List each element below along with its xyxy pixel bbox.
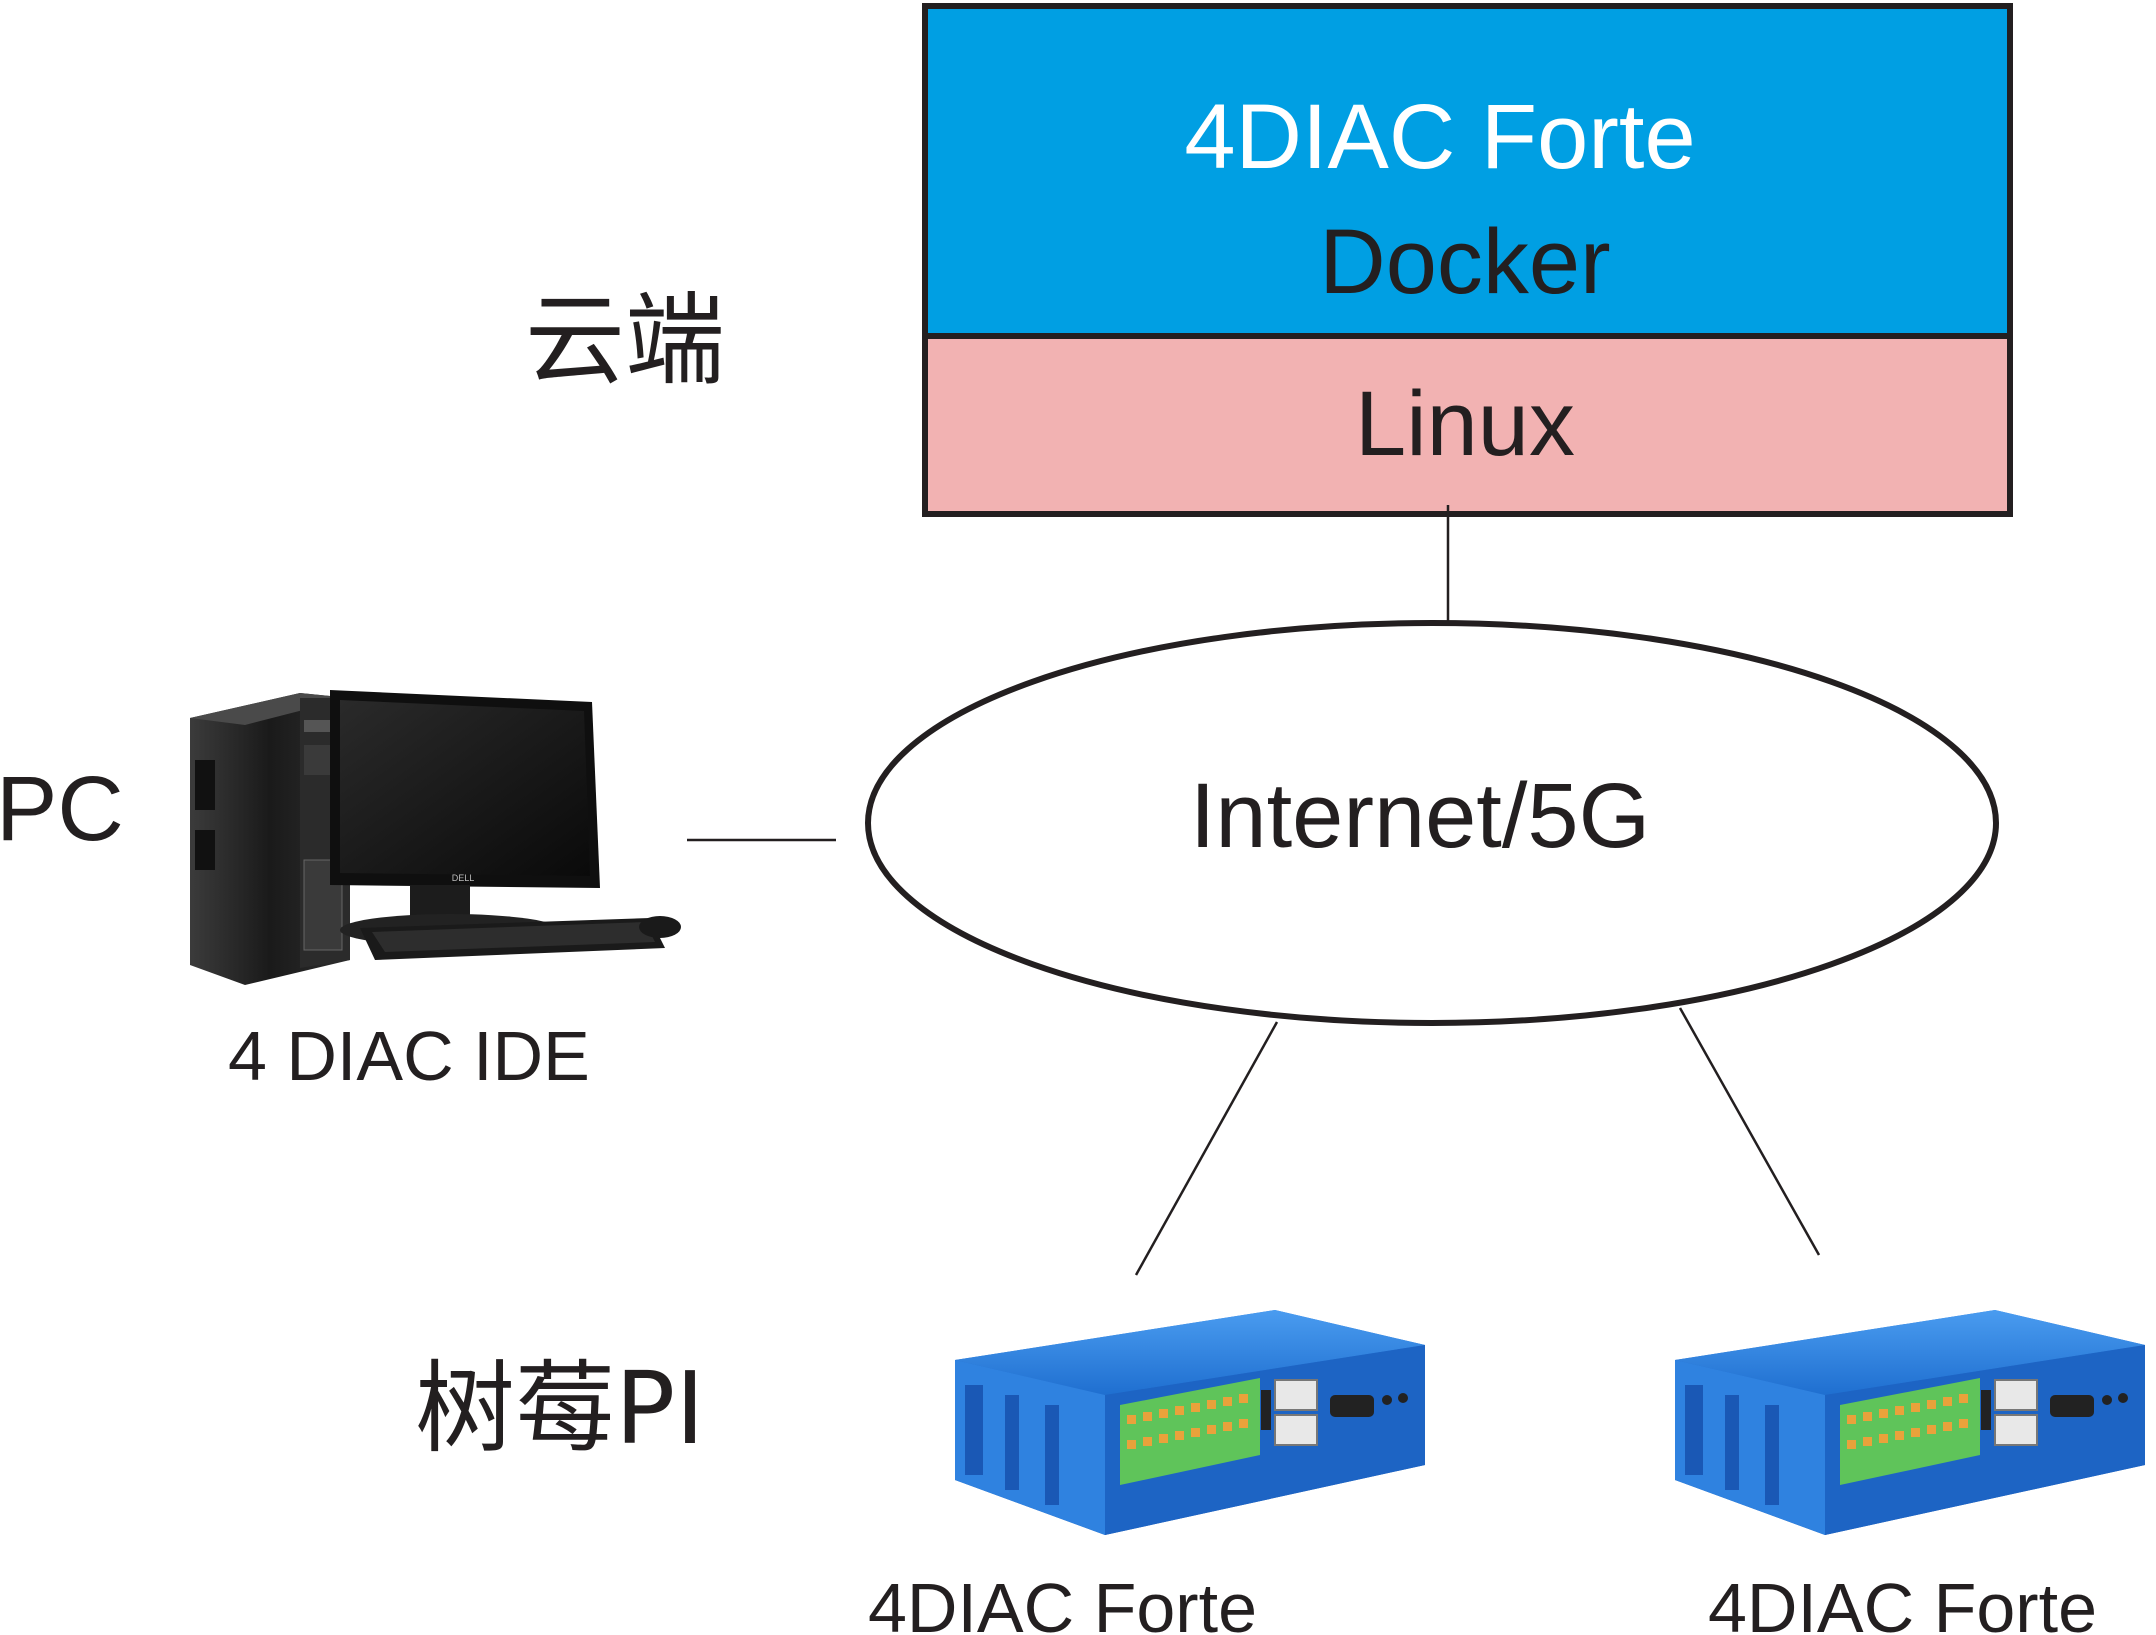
desktop-computer-icon: DELL xyxy=(190,690,681,985)
network-label: Internet/5G xyxy=(1190,765,1650,867)
raspberry-pi-device-icon xyxy=(954,1309,1426,1536)
linux-title: Linux xyxy=(1355,373,1575,475)
link-network-device1 xyxy=(1134,1021,1279,1276)
cloud-stack: 4DIAC Forte Docker Linux xyxy=(922,3,2013,517)
cloud-label: 云端 xyxy=(525,282,725,399)
pc-label: PC xyxy=(0,758,124,860)
docker-layer xyxy=(925,6,2010,336)
monitor-brand: DELL xyxy=(452,873,475,883)
cloud-stack-border xyxy=(922,3,2013,517)
device1-caption: 4DIAC Forte xyxy=(868,1569,1257,1635)
docker-title-line2: Docker xyxy=(1319,211,1610,313)
pc-caption: 4 DIAC IDE xyxy=(228,1017,590,1095)
network-cloud xyxy=(865,620,1999,1026)
device2-caption: 4DIAC Forte xyxy=(1708,1569,2097,1635)
raspberry-pi-device-icon xyxy=(1674,1309,2146,1536)
raspberry-label: 树莓PI xyxy=(415,1350,705,1467)
link-network-device2 xyxy=(1678,1007,1821,1256)
linux-layer xyxy=(925,336,2010,514)
docker-title-line1: 4DIAC Forte xyxy=(1184,86,1695,188)
